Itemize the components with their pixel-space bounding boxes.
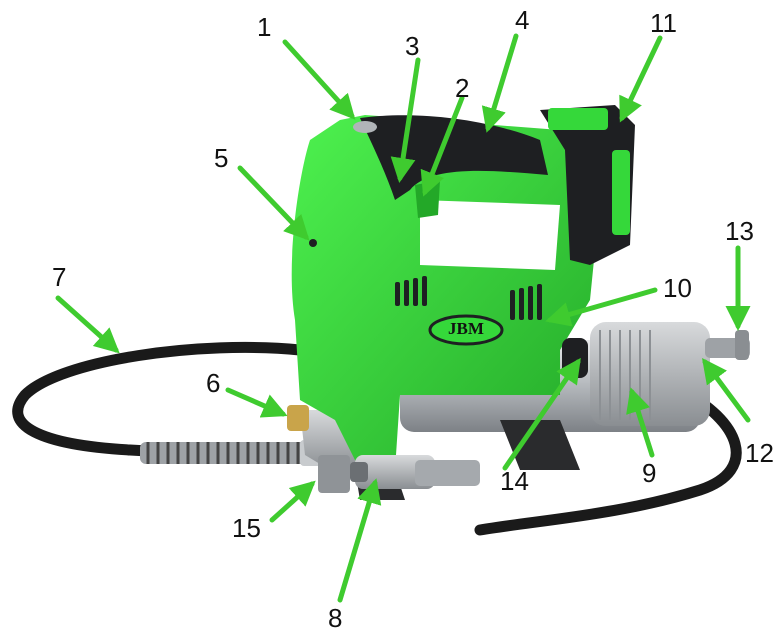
arrow-icon xyxy=(502,357,581,471)
battery-pack xyxy=(540,105,635,265)
callout-12: 12 xyxy=(745,438,774,468)
arrow-icon xyxy=(545,287,658,327)
arrow-icon xyxy=(269,480,316,523)
callout-1: 1 xyxy=(257,12,272,42)
cooling-vents xyxy=(395,276,542,320)
brand-logo-text: JBM xyxy=(448,319,484,338)
bleed-valve xyxy=(287,405,309,431)
led-light xyxy=(309,239,317,247)
arrow-icon xyxy=(626,387,655,458)
callout-4: 4 xyxy=(515,5,530,35)
hose-rear xyxy=(474,384,742,536)
callout-5: 5 xyxy=(214,143,229,173)
hose-left xyxy=(12,341,306,461)
arrow-icon xyxy=(282,39,356,120)
arrow-icon xyxy=(55,295,120,354)
brand-logo-oval xyxy=(428,314,504,346)
handle-opening xyxy=(420,200,560,270)
arrow-icon xyxy=(390,57,421,183)
arrow-icon xyxy=(481,33,519,133)
callout-7: 7 xyxy=(52,262,67,292)
callout-6: 6 xyxy=(206,368,221,398)
callout-14: 14 xyxy=(500,466,529,496)
arrow-icon xyxy=(702,357,751,423)
callout-11: 11 xyxy=(650,8,677,38)
arrow-icon xyxy=(337,478,382,603)
arrow-icon xyxy=(619,35,663,123)
callout-9: 9 xyxy=(642,458,657,488)
callout-15: 15 xyxy=(232,513,261,543)
callout-2: 2 xyxy=(455,73,470,103)
coupler-assembly xyxy=(350,455,480,489)
callout-3: 3 xyxy=(405,31,420,61)
outlet-nozzle xyxy=(318,455,350,493)
arrow-icon xyxy=(225,387,288,418)
tool-foot-rear xyxy=(500,420,580,470)
callout-10: 10 xyxy=(663,273,692,303)
arrow-icon xyxy=(237,165,310,241)
callout-13: 13 xyxy=(725,216,754,246)
arrow-icon xyxy=(420,95,465,197)
callout-8: 8 xyxy=(328,603,343,633)
